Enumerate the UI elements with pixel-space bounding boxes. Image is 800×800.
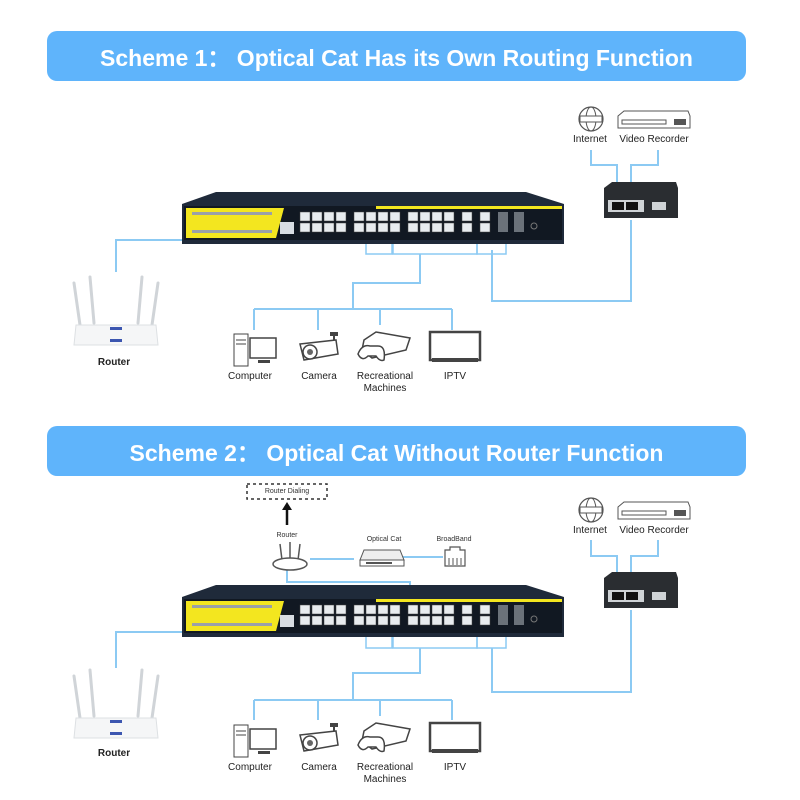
device-label-recreational-machines-2: Recreational Machines — [356, 762, 414, 785]
video-recorder-label: Video Recorder — [619, 134, 689, 145]
broadband-label: BroadBand — [436, 536, 472, 543]
device-label-recreational-machines: Recreational Machines — [356, 371, 414, 394]
optical-modem-icon — [359, 549, 405, 567]
optical-cat-label: Optical Cat — [366, 536, 402, 543]
poe-switch-2 — [182, 585, 564, 637]
video-recorder-label-2: Video Recorder — [619, 525, 689, 536]
game-console-icon — [357, 331, 411, 362]
video-recorder-icon — [617, 501, 691, 520]
media-converter-2 — [604, 572, 678, 608]
internet-label-2: Internet — [573, 525, 607, 536]
media-converter-1 — [604, 182, 678, 218]
video-recorder-icon — [617, 110, 691, 129]
device-label-computer-2: Computer — [228, 762, 272, 773]
tv-icon — [428, 330, 482, 362]
top-router-label: Router — [276, 532, 298, 539]
scheme-2-title-banner: Scheme 2： Optical Cat Without Router Fun… — [47, 426, 746, 476]
wire-router-switch — [115, 239, 190, 272]
router-label-2: Router — [97, 748, 131, 759]
wifi-router-icon — [72, 668, 160, 739]
device-label-iptv-2: IPTV — [443, 762, 467, 773]
small-router-icon — [272, 542, 308, 571]
computer-icon — [233, 333, 277, 367]
device-label-camera: Camera — [301, 371, 337, 382]
device-label-camera-2: Camera — [301, 762, 337, 773]
router-label: Router — [97, 357, 131, 368]
computer-icon — [233, 724, 277, 758]
ethernet-port-icon — [444, 546, 466, 567]
internet-label: Internet — [573, 134, 607, 145]
camera-icon — [299, 723, 339, 752]
wire-switch-converter — [491, 220, 632, 302]
scheme-2-title: Scheme 2： Optical Cat Without Router Fun… — [129, 440, 664, 466]
game-console-icon — [357, 722, 411, 753]
device-label-iptv: IPTV — [443, 371, 467, 382]
tv-icon — [428, 721, 482, 753]
internet-globe-icon — [578, 497, 604, 523]
arrow-up-icon — [282, 502, 292, 510]
wire-switch-devices — [352, 254, 421, 309]
camera-icon — [299, 332, 339, 361]
scheme-1-title-banner: Scheme 1： Optical Cat Has its Own Routin… — [47, 31, 746, 81]
wifi-router-icon — [72, 275, 160, 346]
scheme-1-title: Scheme 1： Optical Cat Has its Own Routin… — [100, 45, 693, 71]
device-label-computer: Computer — [228, 371, 272, 382]
internet-globe-icon — [578, 106, 604, 132]
poe-switch-1 — [182, 192, 564, 244]
rj45-ports — [299, 211, 491, 233]
router-dialing-box — [246, 483, 328, 500]
router-dialing-label: Router Dialing — [264, 488, 310, 495]
